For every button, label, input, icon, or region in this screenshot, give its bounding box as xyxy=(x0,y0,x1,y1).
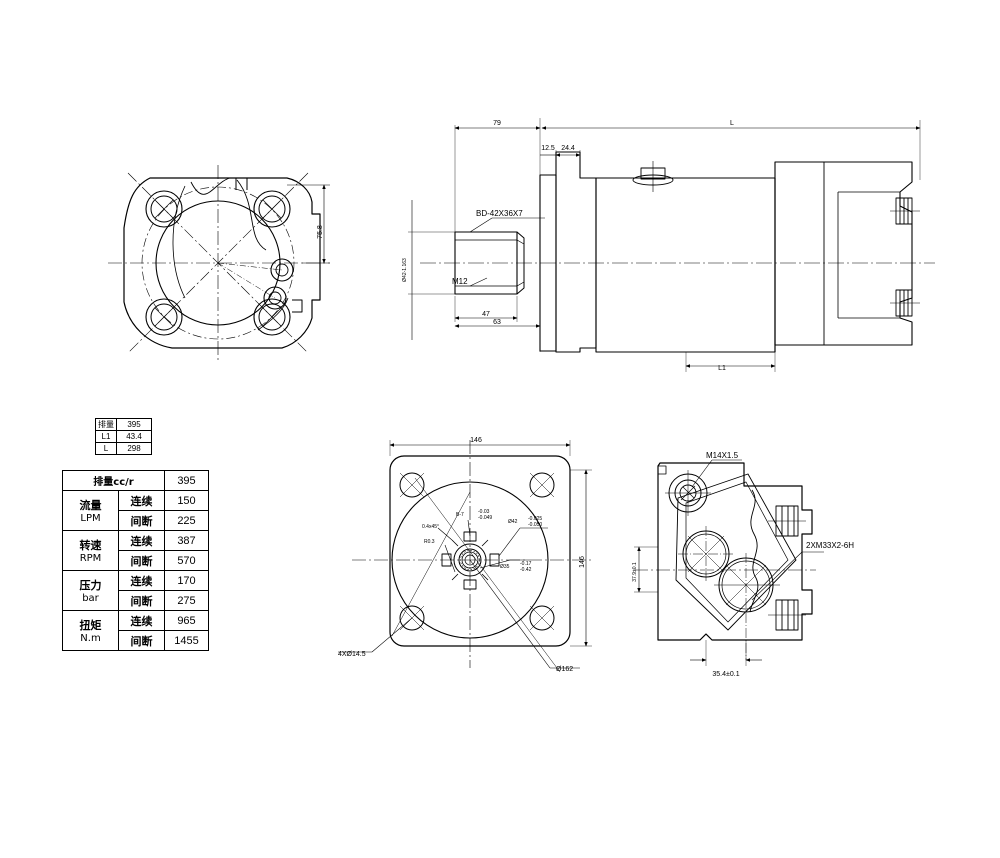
specification-table: 排量cc/r 395 流量 LPM 连续 150 间断 225 转速 RPM 连… xyxy=(62,470,209,651)
callout-2xm33x2-6h: 2XM33X2-6H xyxy=(806,541,854,550)
table-row: 流量 LPM 连续 150 xyxy=(62,490,209,531)
spec-row-torque-label: 扭矩 N.m xyxy=(62,610,119,651)
mini-value-l1: 43.4 xyxy=(116,430,152,443)
drawing-text-layer: 75.8 79 12.5 24.4 L L1 47 63 Ø42-1.163 B… xyxy=(317,120,854,678)
tol-dia42-base: Ø42 xyxy=(508,519,518,525)
spec-col-continuous: 连续 xyxy=(118,610,165,631)
spec-header-label: 排量cc/r xyxy=(62,470,165,491)
spec-pressure-intermittent: 275 xyxy=(164,590,209,611)
port-face-view xyxy=(634,459,824,666)
front-flange-view xyxy=(108,165,330,362)
spec-header-value: 395 xyxy=(164,470,209,491)
spec-col-continuous: 连续 xyxy=(118,490,165,511)
tol-dia35-base: Ø35 xyxy=(500,564,510,570)
spec-flow-intermittent: 225 xyxy=(164,510,209,531)
mini-value-displacement: 395 xyxy=(116,418,152,431)
spec-col-continuous: 连续 xyxy=(118,530,165,551)
spec-row-flow-unit: LPM xyxy=(80,513,101,524)
table-row: L1 43.4 xyxy=(95,430,152,443)
dim-dia-162: Ø162 xyxy=(556,666,573,673)
table-row: 扭矩 N.m 连续 965 xyxy=(62,610,209,651)
spec-col-intermittent: 间断 xyxy=(118,590,165,611)
dim-37-9: 37.9±0.1 xyxy=(632,562,638,582)
dim-12-5: 12.5 xyxy=(541,145,555,152)
dim-shaft-diameter: Ø42-1.163 xyxy=(402,258,408,282)
dim-L: L xyxy=(730,120,734,127)
dim-75-8: 75.8 xyxy=(317,225,324,239)
spec-torque-continuous: 965 xyxy=(164,610,209,631)
dim-146-top: 146 xyxy=(470,437,482,444)
dim-146-right: 146 xyxy=(579,556,586,568)
spec-speed-intermittent: 570 xyxy=(164,550,209,571)
tol-dia42-upper: -0.025 xyxy=(528,516,542,522)
mini-value-l: 298 xyxy=(116,442,152,455)
spec-torque-intermittent: 1455 xyxy=(164,630,209,651)
table-row: 间断 225 xyxy=(63,510,209,531)
spec-col-continuous: 连续 xyxy=(118,570,165,591)
spec-flow-continuous: 150 xyxy=(164,490,209,511)
dim-chamfer-0-4x45: 0.4x45° xyxy=(422,524,439,530)
mini-label-l: L xyxy=(95,442,117,455)
spec-col-intermittent: 间断 xyxy=(118,550,165,571)
table-row: 排量 395 xyxy=(95,418,152,431)
dim-r0-3: R0.3 xyxy=(424,539,435,545)
tol-dia35-lower: -0.42 xyxy=(520,567,532,573)
spec-speed-continuous: 387 xyxy=(164,530,209,551)
mini-label-l1: L1 xyxy=(95,430,117,443)
spec-row-pressure-unit: bar xyxy=(82,593,99,604)
model-length-table: 排量 395 L1 43.4 L 298 xyxy=(95,418,152,455)
table-row: 转速 RPM 连续 387 xyxy=(62,530,209,571)
dim-L1: L1 xyxy=(718,365,726,372)
table-row: 间断 1455 xyxy=(63,630,209,651)
spec-row-speed-label: 转速 RPM xyxy=(62,530,119,571)
spec-row-pressure-label: 压力 bar xyxy=(62,570,119,611)
spec-pressure-continuous: 170 xyxy=(164,570,209,591)
table-row: L 298 xyxy=(95,442,152,455)
tol-dia35-upper: -0.17 xyxy=(520,561,532,567)
dim-35-4: 35.4±0.1 xyxy=(712,671,739,678)
mounting-face-view xyxy=(338,440,592,673)
tol-b7-upper: -0.03 xyxy=(478,509,490,515)
spec-row-flow-name: 流量 xyxy=(79,499,102,512)
dim-63: 63 xyxy=(493,319,501,326)
tol-dia42-lower: -0.050 xyxy=(528,522,542,528)
dim-79: 79 xyxy=(493,120,501,127)
dim-4x-dia-14-5: 4XØ14.5 xyxy=(338,651,366,658)
dim-24-4: 24.4 xyxy=(561,145,575,152)
spec-row-pressure-name: 压力 xyxy=(79,579,102,592)
callout-spline-bd42: BD-42X36X7 xyxy=(476,209,523,218)
spec-row-torque-name: 扭矩 xyxy=(79,619,102,632)
table-row: 压力 bar 连续 170 xyxy=(62,570,209,611)
spec-row-flow-label: 流量 LPM xyxy=(62,490,119,531)
table-header-row: 排量cc/r 395 xyxy=(62,470,209,491)
spec-col-intermittent: 间断 xyxy=(118,510,165,531)
table-row: 间断 275 xyxy=(63,590,209,611)
tol-b7-lower: -0.049 xyxy=(478,515,492,521)
mini-label-displacement: 排量 xyxy=(95,418,117,431)
callout-m14x1-5: M14X1.5 xyxy=(706,451,739,460)
spec-row-speed-unit: RPM xyxy=(79,553,102,564)
spec-row-speed-name: 转速 xyxy=(79,539,102,552)
dim-47: 47 xyxy=(482,311,490,318)
tol-b7-base: B-7 xyxy=(456,512,464,518)
spec-row-torque-unit: N.m xyxy=(80,633,101,644)
callout-m12: M12 xyxy=(452,277,468,286)
spec-col-intermittent: 间断 xyxy=(118,630,165,651)
side-section-view xyxy=(408,118,935,372)
